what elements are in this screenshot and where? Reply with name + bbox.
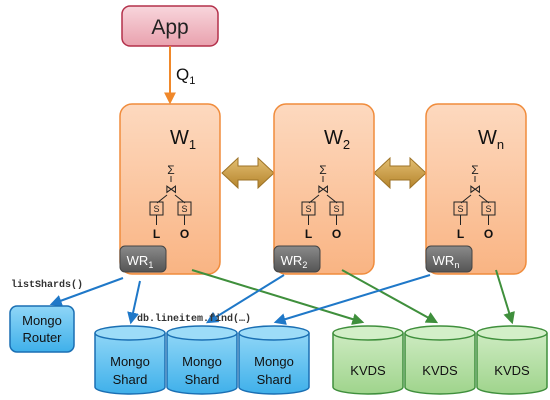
wrapper-node: WRn [425,245,473,273]
svg-text:Shard: Shard [185,372,220,387]
table-left: L [457,227,464,241]
arrow-wr2-shard2 [205,274,285,324]
mongo-shard: Mongo Shard [166,325,238,395]
worker-node: W2 Σ ⋈ S S L O WR2 [273,103,375,275]
svg-text:WRn: WRn [433,253,460,270]
svg-text:S: S [457,204,463,214]
app-node: App [121,5,219,47]
kvds-store: KVDS [404,325,476,395]
svg-text:WR2: WR2 [281,253,308,270]
query-label: Q1 [176,65,195,87]
worker-title: W2 [324,127,350,152]
svg-text:KVDS: KVDS [494,363,530,378]
arrow-wr1-router [49,277,124,307]
arrow-wr1-shard1 [127,280,141,325]
svg-text:Mongo: Mongo [182,354,222,369]
arrow-wrn-shard3 [273,274,431,325]
kvds-store: KVDS [476,325,548,395]
svg-text:Mongo: Mongo [254,354,294,369]
arrow-wr1-kvds1 [191,269,365,325]
svg-text:Shard: Shard [257,372,292,387]
svg-text:Mongo: Mongo [22,313,62,328]
svg-text:S: S [485,204,491,214]
double-arrow-2-n [373,156,427,190]
svg-text:KVDS: KVDS [422,363,458,378]
svg-text:S: S [333,204,339,214]
kvds-store: KVDS [332,325,404,395]
wrapper-node: WR1 [119,245,167,273]
table-left: L [305,227,312,241]
join-op: ⋈ [317,182,329,196]
aggregate-op: Σ [167,163,174,177]
wrapper-node: WR2 [273,245,321,273]
table-right: O [484,227,493,241]
arrow-wr2-kvds2 [341,269,439,324]
mongo-shard: Mongo Shard [238,325,310,395]
aggregate-op: Σ [471,163,478,177]
kvds-arrows [191,269,515,325]
table-right: O [180,227,189,241]
join-op: ⋈ [165,182,177,196]
worker-node: Wn Σ ⋈ S S L O WRn [425,103,527,275]
worker-node: W1 Σ ⋈ S S L O WR1 [119,103,221,275]
arrow-wrn-kvds3 [495,269,515,325]
svg-text:S: S [181,204,187,214]
svg-text:Router: Router [22,330,62,345]
svg-text:Mongo: Mongo [110,354,150,369]
worker-title: Wn [478,127,504,152]
mongo-arrows [49,274,431,325]
aggregate-op: Σ [319,163,326,177]
mongo-router: Mongo Router [9,305,75,353]
worker-title: W1 [170,127,196,152]
svg-text:S: S [153,204,159,214]
svg-text:KVDS: KVDS [350,363,386,378]
double-arrow-1-2 [221,156,275,190]
find-call: db.lineitem.find(…) [137,313,251,325]
list-shards-call: listShards() [11,279,83,291]
table-right: O [332,227,341,241]
app-label: App [151,16,188,39]
table-left: L [153,227,160,241]
svg-text:Shard: Shard [113,372,148,387]
svg-text:WR1: WR1 [127,253,154,270]
mongo-shard: Mongo Shard [94,325,166,395]
join-op: ⋈ [469,182,481,196]
svg-text:S: S [305,204,311,214]
